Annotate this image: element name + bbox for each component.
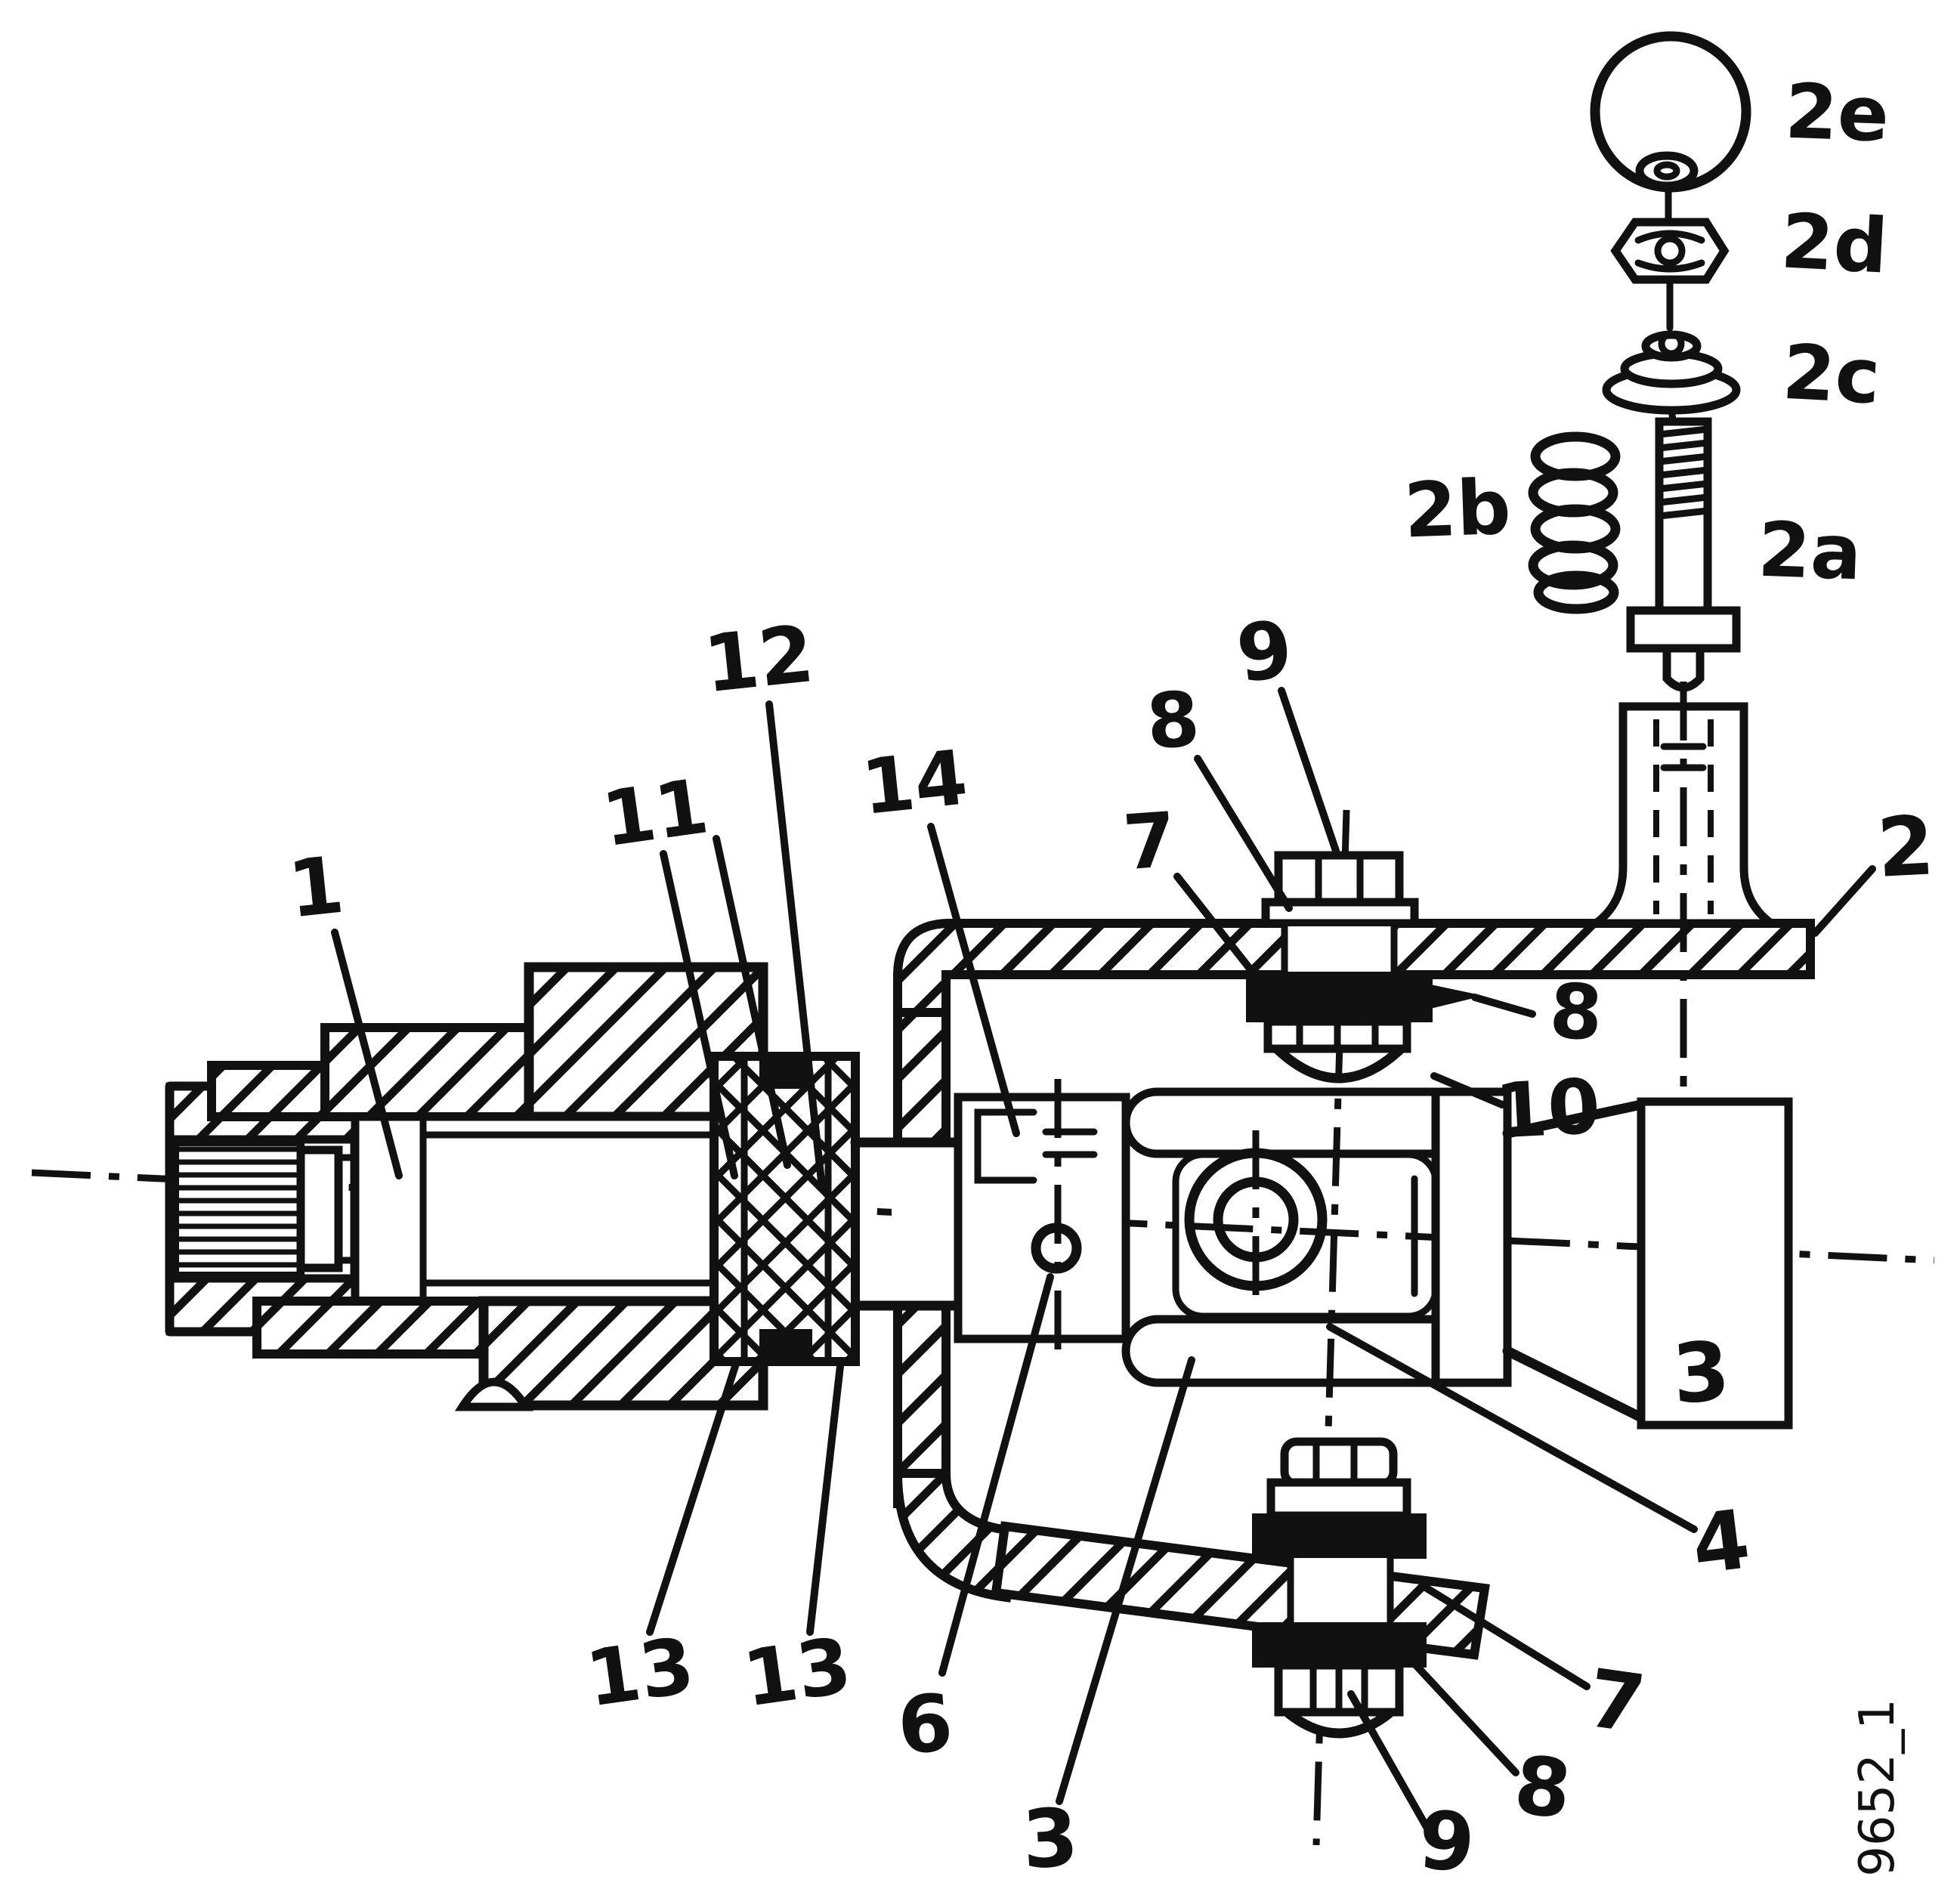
lever-block [1637, 1097, 1793, 1430]
socket-tube [1583, 682, 1784, 1087]
part-label-7-top: 7 [1121, 796, 1179, 888]
lower-bushing-dome [1284, 1708, 1394, 1739]
leader-line-13a [646, 1358, 740, 1636]
part-label-10: 10 [1493, 1062, 1603, 1155]
leader-lines [331, 687, 1876, 1831]
leader-line-7-bottom [1421, 1583, 1591, 1690]
part-label-6: 6 [895, 1677, 956, 1773]
part-label-13b: 13 [738, 1621, 857, 1725]
lower-top-plate [1266, 1478, 1411, 1520]
shaft-body [351, 1112, 719, 1306]
part-label-3-block: 3 [1670, 1325, 1733, 1423]
knob-boss [1635, 151, 1699, 190]
part-label-8-top: 8 [1144, 675, 1203, 767]
part-label-8-right: 8 [1547, 966, 1605, 1057]
coil-spring [1528, 431, 1621, 614]
clevis-fork [1121, 1087, 1793, 1430]
leader-line-13b [806, 1362, 844, 1636]
leader-line-6 [938, 1273, 1054, 1677]
leader-line-8-right [1471, 994, 1536, 1018]
part-label-9-bottom: 9 [1415, 1794, 1477, 1890]
part-label-9-top: 9 [1232, 602, 1297, 700]
part-label-1: 1 [284, 839, 348, 936]
part-label-13a: 13 [581, 1621, 700, 1725]
part-label-2b: 2b [1402, 463, 1512, 555]
upper-bushing-dome [1273, 1045, 1405, 1084]
part-label-8-bottom: 8 [1510, 1739, 1575, 1837]
upper-rubber-bushing [1246, 974, 1474, 1022]
part-label-2d: 2d [1779, 196, 1890, 290]
upper-nut [1274, 851, 1404, 907]
leader-line-4 [1326, 1323, 1698, 1533]
leader-line-10 [1430, 1072, 1506, 1108]
housing-slab-left [207, 1061, 329, 1121]
leader-line-14 [927, 823, 1020, 1137]
leader-line-12 [765, 700, 826, 1192]
part-label-11: 11 [597, 762, 713, 864]
leader-line-1 [331, 929, 403, 1179]
leader-line-9-top [1278, 687, 1340, 855]
rod-collar [1626, 606, 1741, 653]
part-label-2e: 2e [1784, 67, 1890, 159]
lower-bolt-tip [1280, 1437, 1398, 1488]
part-label-2c: 2c [1780, 328, 1882, 422]
leader-line-11 [713, 835, 791, 1169]
housing-slab-mid [320, 1023, 533, 1121]
spline-plate [296, 1145, 343, 1272]
part-label-2a: 2a [1757, 505, 1863, 598]
shaft-assembly [165, 962, 768, 1411]
part-label-7-bottom: 7 [1582, 1652, 1650, 1751]
spline-teeth [172, 1139, 305, 1279]
part-label-12: 12 [700, 607, 818, 710]
leader-line-9-bottom [1347, 1690, 1430, 1831]
part-label-2: 2 [1875, 799, 1937, 896]
part-label-4: 4 [1687, 1492, 1755, 1593]
spring-sleeve [709, 1052, 860, 1366]
drawing-number: 9652_1 [1850, 1699, 1906, 1877]
leader-line-8-top [1194, 755, 1293, 912]
lever-exploded-stack [1528, 31, 1784, 1087]
fork-cavity [1172, 1151, 1439, 1320]
lower-rubber-top [1252, 1513, 1427, 1559]
lower-bolt-mount [1252, 1437, 1427, 1739]
leader-line-8-bottom [1393, 1640, 1519, 1776]
leader-line-2 [1811, 865, 1876, 937]
leader-line-7-top [1173, 873, 1260, 980]
part-label-14: 14 [858, 733, 972, 832]
leader-line-3-bottom [1056, 1356, 1195, 1805]
leader-line-11 [660, 850, 738, 1179]
block-bracket-detail [974, 1108, 1037, 1184]
housing-notch [454, 1377, 534, 1411]
sleeve-section [709, 1052, 860, 1366]
part-label-3-bottom: 3 [1020, 1791, 1080, 1887]
threaded-rod [1626, 417, 1741, 692]
housing-slab-bottom-left [252, 1297, 488, 1359]
sleeve-seal-bottom [759, 1329, 812, 1364]
grommet-washer [1602, 330, 1741, 424]
